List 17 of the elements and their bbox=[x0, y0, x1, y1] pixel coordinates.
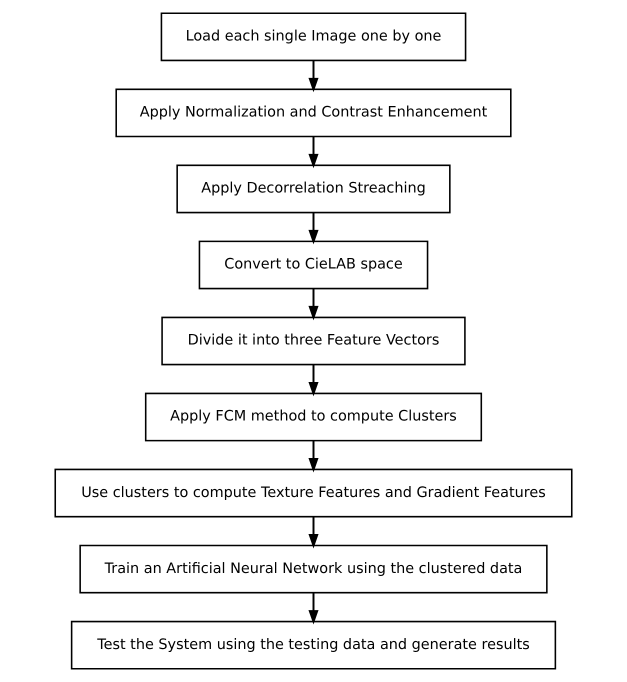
arrow bbox=[308, 288, 319, 320]
node-box: Apply FCM method to compute Clusters bbox=[144, 392, 482, 442]
arrow bbox=[308, 440, 319, 472]
arrow bbox=[308, 60, 319, 92]
arrow bbox=[308, 212, 319, 244]
node-box: Apply Decorrelation Streaching bbox=[176, 164, 451, 214]
arrow bbox=[308, 592, 319, 625]
arrow bbox=[308, 136, 319, 168]
node-box: Apply Normalization and Contrast Enhancement bbox=[115, 88, 512, 138]
node-box: Divide it into three Feature Vectors bbox=[161, 316, 466, 366]
node-box: Load each single Image one by one bbox=[160, 12, 466, 62]
node-box: Test the System using the testing data and generate results bbox=[70, 620, 556, 670]
arrow bbox=[308, 516, 319, 548]
node-box: Use clusters to compute Texture Features and Gradient Features bbox=[54, 468, 573, 518]
node-box: Convert to CieLAB space bbox=[198, 240, 428, 290]
arrow bbox=[308, 364, 319, 396]
node-box: Train an Artificial Neural Network using the clustered data bbox=[79, 544, 548, 594]
